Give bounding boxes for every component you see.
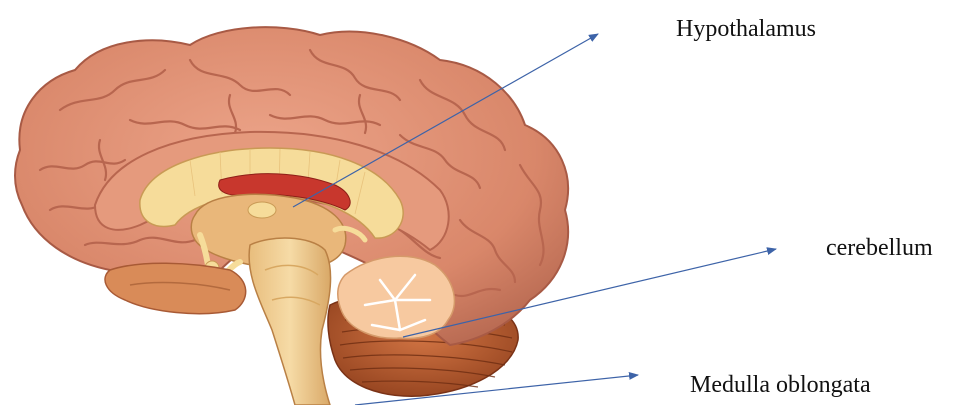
hypothalamus-region xyxy=(248,202,276,218)
temporal-lobe xyxy=(105,263,246,313)
label-cerebellum: cerebellum xyxy=(826,236,933,260)
brainstem xyxy=(249,238,330,405)
label-hypothalamus: Hypothalamus xyxy=(676,17,816,41)
arbor-vitae xyxy=(338,256,455,338)
label-medulla-oblongata: Medulla oblongata xyxy=(690,373,871,397)
